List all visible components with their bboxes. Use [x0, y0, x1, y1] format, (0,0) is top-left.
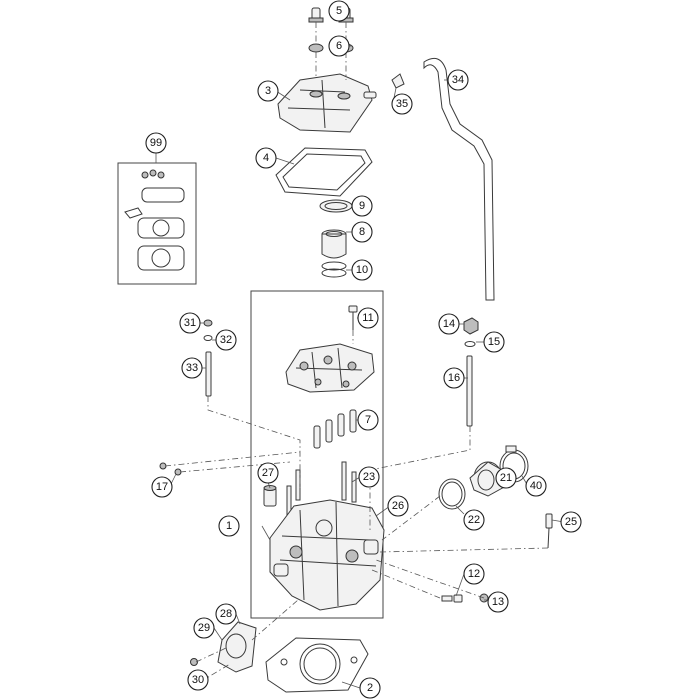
o-ring-lower: [321, 268, 347, 278]
callout-8: 8: [351, 221, 373, 243]
callout-12: 12: [463, 563, 485, 585]
valve-cover: [277, 73, 373, 133]
callout-6: 6: [328, 35, 350, 57]
svg-text:6: 6: [336, 40, 342, 52]
svg-text:40: 40: [530, 480, 542, 492]
svg-text:29: 29: [198, 622, 210, 634]
callout-23: 23: [358, 466, 380, 488]
callout-21: 21: [495, 467, 517, 489]
svg-text:5: 5: [336, 5, 342, 17]
intake-rubber-21: [469, 461, 507, 497]
svg-text:15: 15: [488, 336, 500, 348]
svg-text:9: 9: [359, 200, 365, 212]
callout-3: 3: [257, 80, 279, 102]
callout-27: 27: [257, 462, 279, 484]
spark-plug-sleeve-27: [263, 485, 277, 507]
callout-32: 32: [215, 329, 237, 351]
clamp-22: [438, 478, 466, 510]
svg-text:7: 7: [365, 414, 371, 426]
svg-text:1: 1: [226, 520, 232, 532]
callout-17: 17: [151, 476, 173, 498]
svg-text:10: 10: [356, 264, 368, 276]
callout-28: 28: [215, 603, 237, 625]
callout-7: 7: [357, 409, 379, 431]
svg-text:13: 13: [492, 596, 504, 608]
camshaft-bushing: [321, 229, 347, 259]
gasket-kit-contents: [124, 169, 185, 271]
stud-14-15-16: [463, 317, 479, 427]
svg-text:16: 16: [448, 372, 460, 384]
svg-text:33: 33: [186, 362, 198, 374]
svg-text:11: 11: [362, 312, 373, 324]
svg-text:31: 31: [184, 317, 196, 329]
callout-34: 34: [447, 69, 469, 91]
callout-40: 40: [525, 475, 547, 497]
carrier-screw-11: [348, 305, 358, 330]
callout-35: 35: [391, 93, 413, 115]
svg-text:23: 23: [363, 471, 375, 483]
svg-text:14: 14: [443, 318, 455, 330]
svg-text:26: 26: [392, 500, 404, 512]
gasket-kit-frame: [117, 162, 197, 285]
callout-22: 22: [463, 509, 485, 531]
callout-31: 31: [179, 312, 201, 334]
callout-26: 26: [387, 495, 409, 517]
callout-30: 30: [187, 669, 209, 691]
hose-clamp: [391, 73, 405, 89]
svg-text:30: 30: [192, 674, 204, 686]
callout-set: 1 2 3 4 5 6 7 8 9 10 11 12 13 14 15 16 1…: [145, 0, 582, 699]
svg-text:35: 35: [396, 98, 408, 110]
svg-text:27: 27: [262, 467, 274, 479]
callout-5: 5: [328, 0, 350, 22]
screw-17: [159, 462, 182, 476]
valve-cover-gasket: [275, 147, 373, 197]
svg-text:22: 22: [468, 514, 480, 526]
head-bolts: [286, 461, 357, 517]
temperature-sensor-25: [545, 513, 553, 549]
svg-text:3: 3: [265, 85, 271, 97]
o-ring-upper: [321, 261, 347, 271]
callout-99: 99: [145, 132, 167, 154]
svg-text:2: 2: [367, 682, 373, 694]
callout-29: 29: [193, 617, 215, 639]
svg-text:4: 4: [263, 152, 269, 164]
screws-12-13: [441, 593, 489, 603]
callout-9: 9: [351, 195, 373, 217]
callout-14: 14: [438, 313, 460, 335]
callout-10: 10: [351, 259, 373, 281]
callout-15: 15: [483, 331, 505, 353]
callout-13: 13: [487, 591, 509, 613]
callout-1: 1: [218, 515, 240, 537]
svg-text:34: 34: [452, 74, 464, 86]
callout-4: 4: [255, 147, 277, 169]
intake-flange-28: [217, 621, 257, 673]
svg-text:32: 32: [220, 334, 232, 346]
valve-lifters: [313, 409, 357, 449]
svg-text:25: 25: [565, 516, 577, 528]
breather-hose: [423, 57, 495, 301]
cylinder-head: [269, 499, 385, 611]
cylinder-head-assembly-frame: [250, 290, 384, 619]
cylinder-head-gasket: [265, 637, 369, 693]
stud-31-32-33: [203, 319, 213, 397]
callout-2: 2: [359, 677, 381, 699]
svg-text:12: 12: [468, 568, 480, 580]
svg-text:28: 28: [220, 608, 232, 620]
callout-16: 16: [443, 367, 465, 389]
callout-25: 25: [560, 511, 582, 533]
callout-11: 11: [357, 307, 379, 329]
callout-33: 33: [181, 357, 203, 379]
assembly-lines: [164, 22, 549, 683]
rocker-arm-carrier: [285, 343, 375, 393]
svg-text:99: 99: [150, 137, 162, 149]
svg-text:8: 8: [359, 226, 365, 238]
svg-text:21: 21: [500, 472, 512, 484]
svg-text:17: 17: [156, 481, 168, 493]
